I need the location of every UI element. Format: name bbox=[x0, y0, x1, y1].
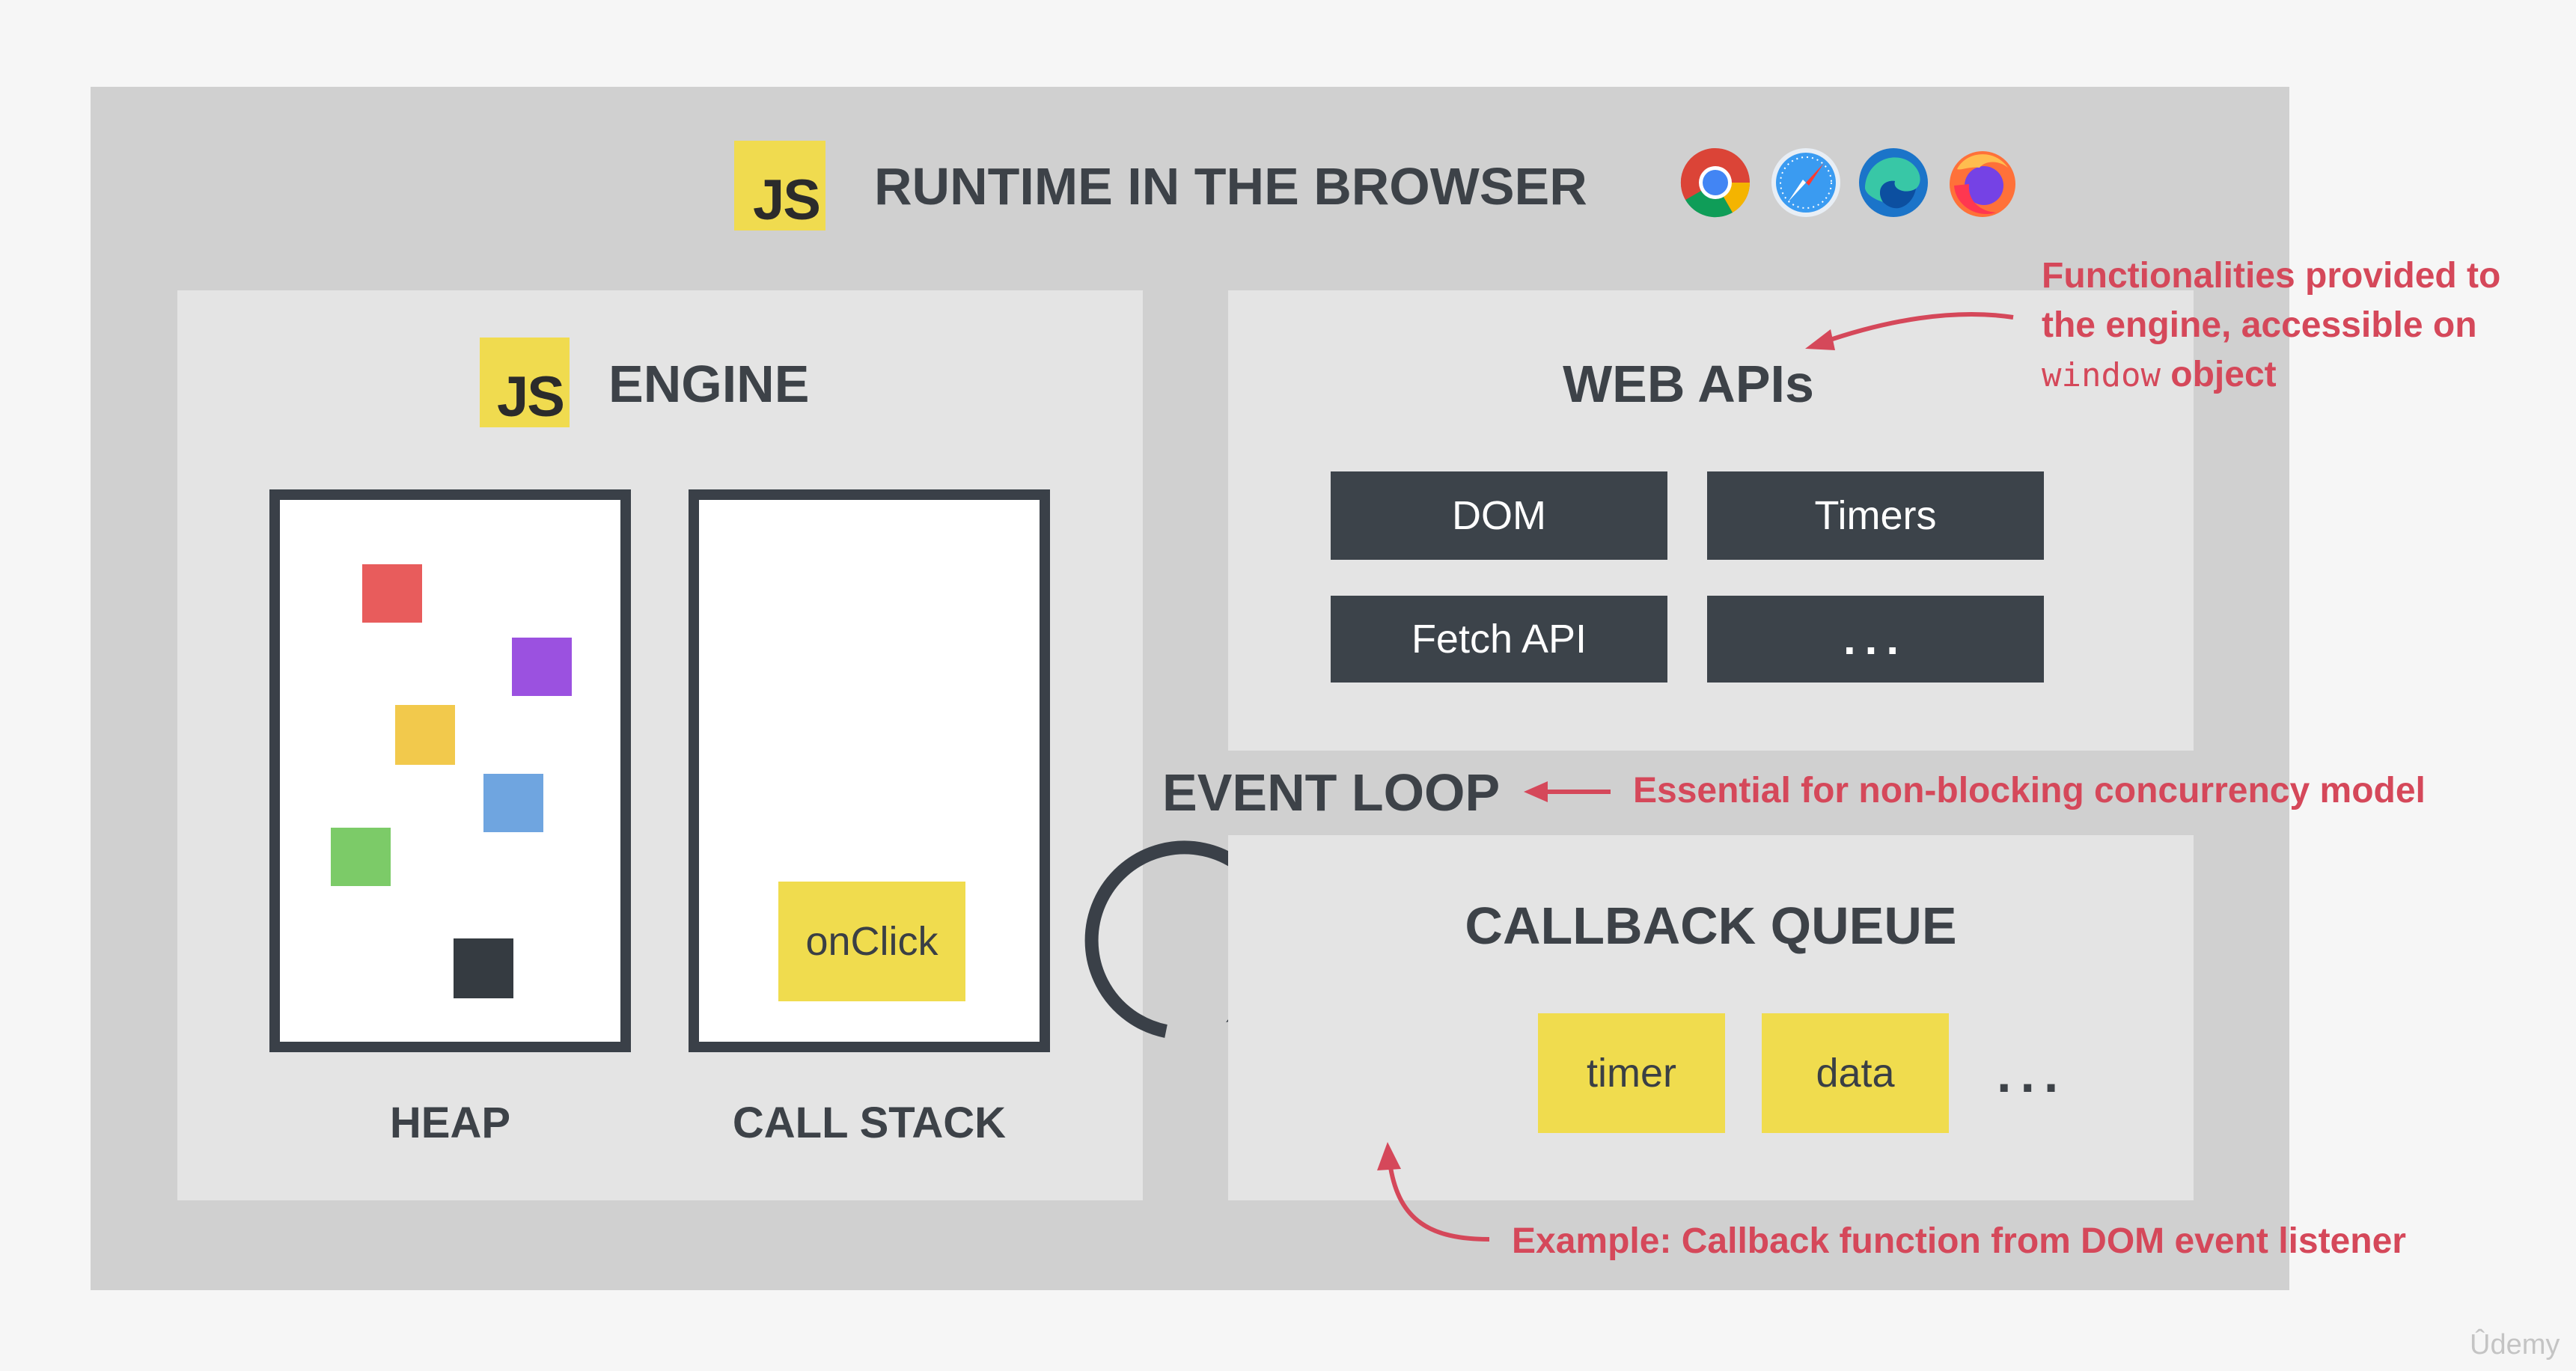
udemy-watermark: Ûdemy bbox=[2470, 1329, 2560, 1361]
chrome-icon bbox=[1680, 147, 1751, 218]
event-loop-note: Essential for non-blocking concurrency m… bbox=[1633, 771, 2426, 810]
event-loop-title: EVENT LOOP bbox=[1162, 763, 1501, 822]
web-apis-title: WEB APIs bbox=[1563, 355, 1814, 413]
call-stack-label: CALL STACK bbox=[732, 1099, 1007, 1147]
heap-object bbox=[362, 564, 422, 623]
web-apis-note-line3: window object bbox=[2042, 355, 2277, 394]
api-dom: DOM bbox=[1331, 471, 1667, 560]
stack-frame-onclick: onClick bbox=[778, 882, 965, 1001]
heap-box bbox=[269, 489, 631, 1052]
runtime-title: RUNTIME IN THE BROWSER bbox=[874, 157, 1587, 216]
queue-item-timer: timer bbox=[1538, 1013, 1725, 1133]
web-apis-note-line2: the engine, accessible on bbox=[2042, 305, 2477, 345]
safari-icon bbox=[1771, 148, 1840, 217]
engine-title: ENGINE bbox=[608, 355, 810, 413]
js-logo: JS bbox=[734, 141, 825, 230]
call-stack-box: onClick bbox=[689, 489, 1050, 1052]
heap-object bbox=[483, 774, 543, 832]
callback-queue-title: CALLBACK QUEUE bbox=[1465, 897, 1957, 955]
event-loop-note-arrow-icon bbox=[1524, 781, 1611, 802]
firefox-icon bbox=[1950, 151, 2015, 217]
api-more: ... bbox=[1707, 596, 2044, 683]
web-apis-note-line1: Functionalities provided to bbox=[2042, 256, 2501, 296]
window-code: window bbox=[2042, 356, 2161, 394]
heap-object bbox=[454, 938, 513, 998]
heap-object bbox=[512, 638, 572, 696]
edge-icon bbox=[1859, 148, 1928, 217]
queue-more: ... bbox=[1997, 1045, 2068, 1103]
callback-queue-note: Example: Callback function from DOM even… bbox=[1512, 1221, 2406, 1261]
web-apis-note: Functionalities provided to the engine, … bbox=[2042, 251, 2500, 400]
api-timers: Timers bbox=[1707, 471, 2044, 560]
engine-js-logo: JS bbox=[480, 338, 570, 427]
web-apis-note-arrow-icon bbox=[1805, 311, 2014, 350]
queue-item-data: data bbox=[1762, 1013, 1949, 1133]
callback-note-arrow-icon bbox=[1377, 1142, 1490, 1242]
heap-object bbox=[395, 705, 455, 765]
heap-label: HEAP bbox=[389, 1099, 511, 1147]
api-fetch: Fetch API bbox=[1331, 596, 1667, 683]
heap-object bbox=[331, 828, 391, 886]
